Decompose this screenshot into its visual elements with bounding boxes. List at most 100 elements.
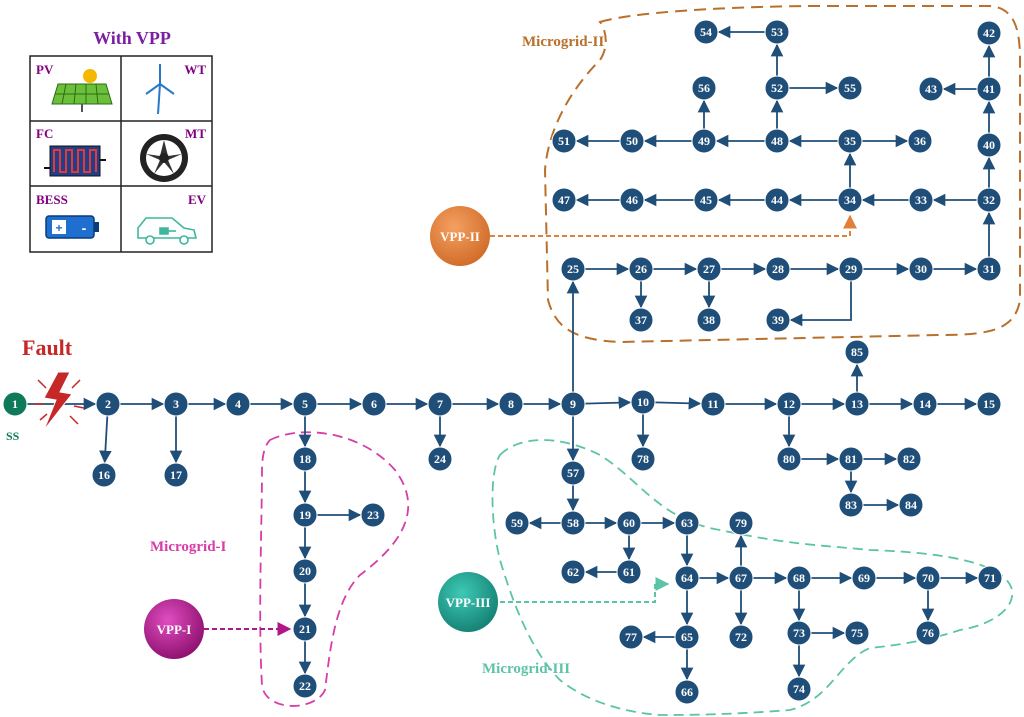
bus-node-8: 8 xyxy=(498,391,524,417)
bus-label: 15 xyxy=(983,397,995,411)
bus-node-71: 71 xyxy=(977,565,1003,591)
bus-node-52: 52 xyxy=(764,75,790,101)
bus-label: 80 xyxy=(783,452,795,466)
bus-label: 75 xyxy=(851,626,863,640)
bus-node-48: 48 xyxy=(764,128,790,154)
vpp-ii-link xyxy=(490,214,857,237)
bus-label: 64 xyxy=(681,571,693,585)
vpp-iii-node: VPP-III xyxy=(438,572,498,632)
feeder-line xyxy=(99,415,112,464)
vpp-iii-label: VPP-III xyxy=(446,595,491,610)
bus-label: 44 xyxy=(771,193,783,207)
bus-node-67: 67 xyxy=(728,565,754,591)
bus-label: 67 xyxy=(735,571,747,585)
bus-label: 37 xyxy=(635,313,647,327)
bus-label: 55 xyxy=(844,81,856,95)
bus-label: 59 xyxy=(511,516,523,530)
legend: With VPP PV WT FC MT BESS EV xyxy=(29,28,213,253)
fault-label: Fault xyxy=(22,335,73,360)
legend-label-fc: FC xyxy=(36,126,53,141)
svg-text:+: + xyxy=(55,221,62,235)
bus-node-78: 78 xyxy=(630,446,656,472)
bus-label: 71 xyxy=(984,571,996,585)
bus-label: 10 xyxy=(637,395,649,409)
bus-label: 22 xyxy=(299,679,311,693)
bus-node-83: 83 xyxy=(838,492,864,518)
bus-node-41: 41 xyxy=(976,76,1002,102)
bus-label: 35 xyxy=(844,134,856,148)
bus-node-68: 68 xyxy=(786,565,812,591)
bus-node-7: 7 xyxy=(427,391,453,417)
bus-label: 43 xyxy=(925,82,937,96)
bus-label: 34 xyxy=(844,193,856,207)
bus-label: 8 xyxy=(508,397,514,411)
bus-node-28: 28 xyxy=(765,256,791,282)
bus-node-18: 18 xyxy=(292,446,318,472)
bus-node-10: 10 xyxy=(630,389,656,415)
bus-label: 82 xyxy=(903,452,915,466)
bus-node-49: 49 xyxy=(691,128,717,154)
vpp-ii-label: VPP-II xyxy=(440,229,480,244)
bus-label: 5 xyxy=(302,397,308,411)
bus-label: 85 xyxy=(851,345,863,359)
bus-label: 16 xyxy=(98,468,110,482)
bus-node-72: 72 xyxy=(728,624,754,650)
bus-label: 28 xyxy=(772,262,784,276)
bus-label: 84 xyxy=(905,498,917,512)
bus-node-14: 14 xyxy=(912,391,938,417)
feeder-line xyxy=(584,396,632,409)
vpp-i-node: VPP-I xyxy=(144,599,204,659)
bus-label: 21 xyxy=(299,622,311,636)
bus-label: 62 xyxy=(567,565,579,579)
bus-label: 32 xyxy=(983,193,995,207)
bus-label: 39 xyxy=(772,313,784,327)
bus-node-24: 24 xyxy=(427,446,453,472)
bus-label: 31 xyxy=(983,262,995,276)
bus-node-17: 17 xyxy=(163,462,189,488)
bus-node-45: 45 xyxy=(693,187,719,213)
feeder-line xyxy=(789,281,852,327)
bus-node-66: 66 xyxy=(674,679,700,705)
bus-label: 79 xyxy=(735,516,747,530)
feeder-line xyxy=(654,397,702,410)
micro-turbine-icon xyxy=(140,134,188,182)
bus-label: 69 xyxy=(858,571,870,585)
bus-node-40: 40 xyxy=(976,132,1002,158)
bus-label: 50 xyxy=(626,134,638,148)
microgrid-iii-label: Microgrid-III xyxy=(482,661,570,677)
bus-node-2: 2 xyxy=(95,391,121,417)
bus-node-16: 16 xyxy=(91,462,117,488)
bus-node-19: 19 xyxy=(292,502,318,528)
bus-node-44: 44 xyxy=(764,187,790,213)
bus-label: 26 xyxy=(635,262,647,276)
bus-label: 73 xyxy=(793,626,805,640)
bus-node-75: 75 xyxy=(844,620,870,646)
bus-label: 20 xyxy=(299,564,311,578)
bus-label: 81 xyxy=(845,452,857,466)
bus-node-42: 42 xyxy=(976,20,1002,46)
bus-label: 53 xyxy=(771,25,783,39)
bus-node-84: 84 xyxy=(898,492,924,518)
microgrid-i-label: Microgrid-I xyxy=(150,539,227,555)
bus-label: 70 xyxy=(922,571,934,585)
bus-label: 9 xyxy=(570,397,576,411)
bus-label: 2 xyxy=(105,397,111,411)
bus-node-79: 79 xyxy=(728,510,754,536)
bus-label: 77 xyxy=(625,630,637,644)
bus-label: 24 xyxy=(434,452,446,466)
bus-label: 42 xyxy=(983,26,995,40)
bus-node-6: 6 xyxy=(361,391,387,417)
bus-label: 3 xyxy=(173,397,179,411)
bus-label: 25 xyxy=(567,262,579,276)
bus-node-43: 43 xyxy=(918,76,944,102)
bus-node-5: 5 xyxy=(292,391,318,417)
bus-node-20: 20 xyxy=(292,558,318,584)
bus-node-57: 57 xyxy=(560,460,586,486)
bus-node-60: 60 xyxy=(616,510,642,536)
bus-label: 23 xyxy=(367,508,379,522)
bus-node-74: 74 xyxy=(786,676,812,702)
bus-label: 52 xyxy=(771,81,783,95)
bus-label: 54 xyxy=(700,25,712,39)
edge-group xyxy=(27,25,996,681)
